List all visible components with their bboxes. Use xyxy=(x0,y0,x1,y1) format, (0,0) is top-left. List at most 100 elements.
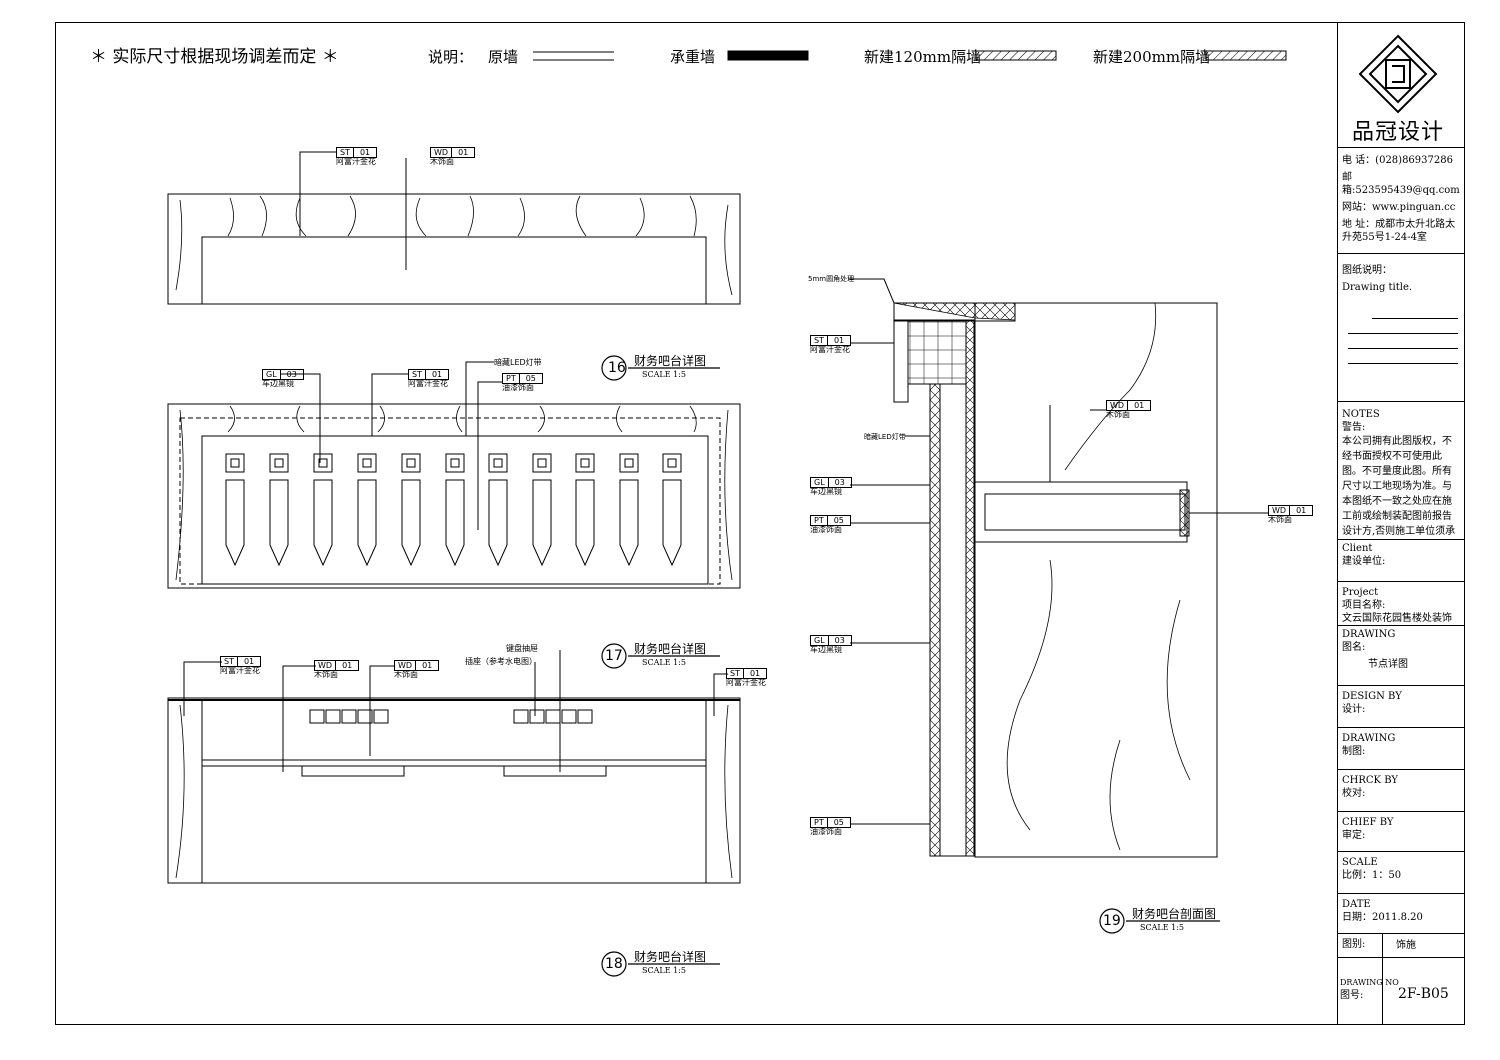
detail-16-drawing xyxy=(167,151,741,305)
tb-notes-cn: 警告: xyxy=(1342,422,1366,433)
notice-text: ＊ 实际尺寸根据现场调差而定 ＊ xyxy=(90,47,339,67)
tb-drawn-cell: DRAWING 制图: xyxy=(1338,728,1465,770)
tb-drawing-title-en: Drawing title. xyxy=(1342,282,1413,293)
detail-17-number: 17 xyxy=(605,648,623,664)
detail-17-ornaments xyxy=(225,453,682,567)
tb-email: 邮 箱:523595439@qq.com xyxy=(1342,172,1460,196)
tb-phone: 电 话：(028)86937286 xyxy=(1342,155,1453,166)
legend-original-wall: 原墙 xyxy=(488,48,519,66)
legend-new-120: 新建120mm隔墙 xyxy=(864,48,982,66)
company-name: 品冠设计 xyxy=(1352,120,1445,145)
detail-17-scale: SCALE 1:5 xyxy=(642,658,686,667)
tb-project-cell: Project 项目名称: 文云国际花园售楼处装饰项目 xyxy=(1338,582,1465,626)
tb-date-en: DATE xyxy=(1342,899,1371,910)
detail-19-title: 财务吧台剖面图 xyxy=(1132,907,1217,921)
tb-drawing-name-cell: DRAWING 图名: 节点详图 xyxy=(1338,626,1465,686)
tb-drawing-en: DRAWING xyxy=(1342,629,1396,640)
detail-18-number: 18 xyxy=(605,956,623,972)
tb-scale-en: SCALE xyxy=(1342,857,1378,868)
tb-drawing-no-value: 2F-B05 xyxy=(1398,986,1449,1002)
tb-design-cell: DESIGN BY 设计: xyxy=(1338,686,1465,728)
detail-18-scale: SCALE 1:5 xyxy=(642,966,686,975)
tb-drawing-no-cn: 图号: xyxy=(1340,990,1364,1001)
tb-category-cell: 图别: 饰施 xyxy=(1338,934,1465,958)
pinguan-logo-icon xyxy=(1358,34,1438,114)
legend-label: 说明： xyxy=(428,48,474,66)
drawing-frame xyxy=(55,22,1465,1025)
note-round-corner: 5mm圆角处理 xyxy=(808,275,855,283)
detail-19-drawing xyxy=(848,278,1268,858)
tb-notes-cell: NOTES 警告: 本公司拥有此图版权，不经书面授权不可使用此图。不可量度此图。… xyxy=(1338,402,1465,540)
tb-scale-cn: 比例：1：50 xyxy=(1342,870,1402,881)
detail-callout-circles xyxy=(601,355,1220,977)
tb-address: 地 址：成都市太升北路太升苑55号1-24-4室 xyxy=(1342,219,1456,243)
tb-notes-en: NOTES xyxy=(1342,409,1380,420)
socket-group-left xyxy=(309,709,389,724)
tb-drawing-no-cell: DRAWING NO 图号: 2F-B05 xyxy=(1338,958,1465,1025)
tb-drawing-title-cell: 图纸说明： Drawing title. xyxy=(1338,254,1465,402)
tb-category-value: 饰施 xyxy=(1396,940,1416,951)
tb-project-en: Project xyxy=(1342,587,1379,598)
tb-scale-cell: SCALE 比例：1：50 xyxy=(1338,852,1465,894)
detail-19-number: 19 xyxy=(1103,913,1121,929)
tb-chief-en: CHIEF BY xyxy=(1342,817,1394,828)
note-socket: 插座（参考水电图） xyxy=(465,657,537,666)
note-keyboard-tray: 键盘抽屉 xyxy=(506,644,538,653)
tb-design-en: DESIGN BY xyxy=(1342,691,1402,702)
legend-symbols xyxy=(533,50,1287,61)
legend-bearing-wall: 承重墙 xyxy=(670,48,716,66)
detail-18-drawing xyxy=(167,650,741,884)
tb-chief-cell: CHIEF BY 审定: xyxy=(1338,812,1465,852)
detail-16-scale: SCALE 1:5 xyxy=(642,370,686,379)
tb-drawing-no-en: DRAWING NO xyxy=(1340,978,1399,987)
tb-contact-cell: 电 话：(028)86937286 邮 箱:523595439@qq.com 网… xyxy=(1338,148,1465,254)
note-led-strip-19: 暗藏LED灯带 xyxy=(864,433,906,441)
tb-logo-cell xyxy=(1338,22,1465,148)
socket-group-right xyxy=(513,709,593,724)
tb-drawn-en: DRAWING xyxy=(1342,733,1396,744)
detail-17-title: 财务吧台详图 xyxy=(634,642,707,656)
tb-drawing-name: 节点详图 xyxy=(1368,659,1408,670)
tb-design-cn: 设计: xyxy=(1342,704,1366,715)
detail-16-number: 16 xyxy=(608,360,626,376)
tb-client-cell: Client 建设单位: xyxy=(1338,540,1465,582)
tb-project-name: 文云国际花园售楼处装饰项目 xyxy=(1342,613,1452,624)
detail-19-scale: SCALE 1:5 xyxy=(1140,923,1184,932)
tb-drawing-cn: 图名: xyxy=(1342,642,1366,653)
tb-drawn-cn: 制图: xyxy=(1342,746,1366,757)
titleblock-divider xyxy=(1337,22,1338,1025)
detail-16-title: 财务吧台详图 xyxy=(634,354,707,368)
tb-check-cell: CHRCK BY 校对: xyxy=(1338,770,1465,812)
note-led-strip-17: 暗藏LED灯带 xyxy=(494,358,542,367)
tb-client-en: Client xyxy=(1342,543,1373,554)
detail-18-title: 财务吧台详图 xyxy=(634,950,707,964)
tb-project-cn: 项目名称: xyxy=(1342,600,1386,611)
tb-date-cell: DATE 日期：2011.8.20 xyxy=(1338,894,1465,934)
tb-category-label: 图别: xyxy=(1342,939,1366,950)
tb-check-en: CHRCK BY xyxy=(1342,775,1398,786)
detail-17-drawing xyxy=(167,361,741,589)
tb-web: 网站：www.pinguan.cc xyxy=(1342,202,1456,213)
tb-date-cn: 日期：2011.8.20 xyxy=(1342,912,1423,923)
tb-chief-cn: 审定: xyxy=(1342,830,1366,841)
tb-drawing-title-cn: 图纸说明： xyxy=(1342,265,1392,276)
tb-check-cn: 校对: xyxy=(1342,788,1366,799)
tb-notes-body: 本公司拥有此图版权，不经书面授权不可使用此图。不可量度此图。所有尺寸以工地现场为… xyxy=(1342,436,1456,537)
